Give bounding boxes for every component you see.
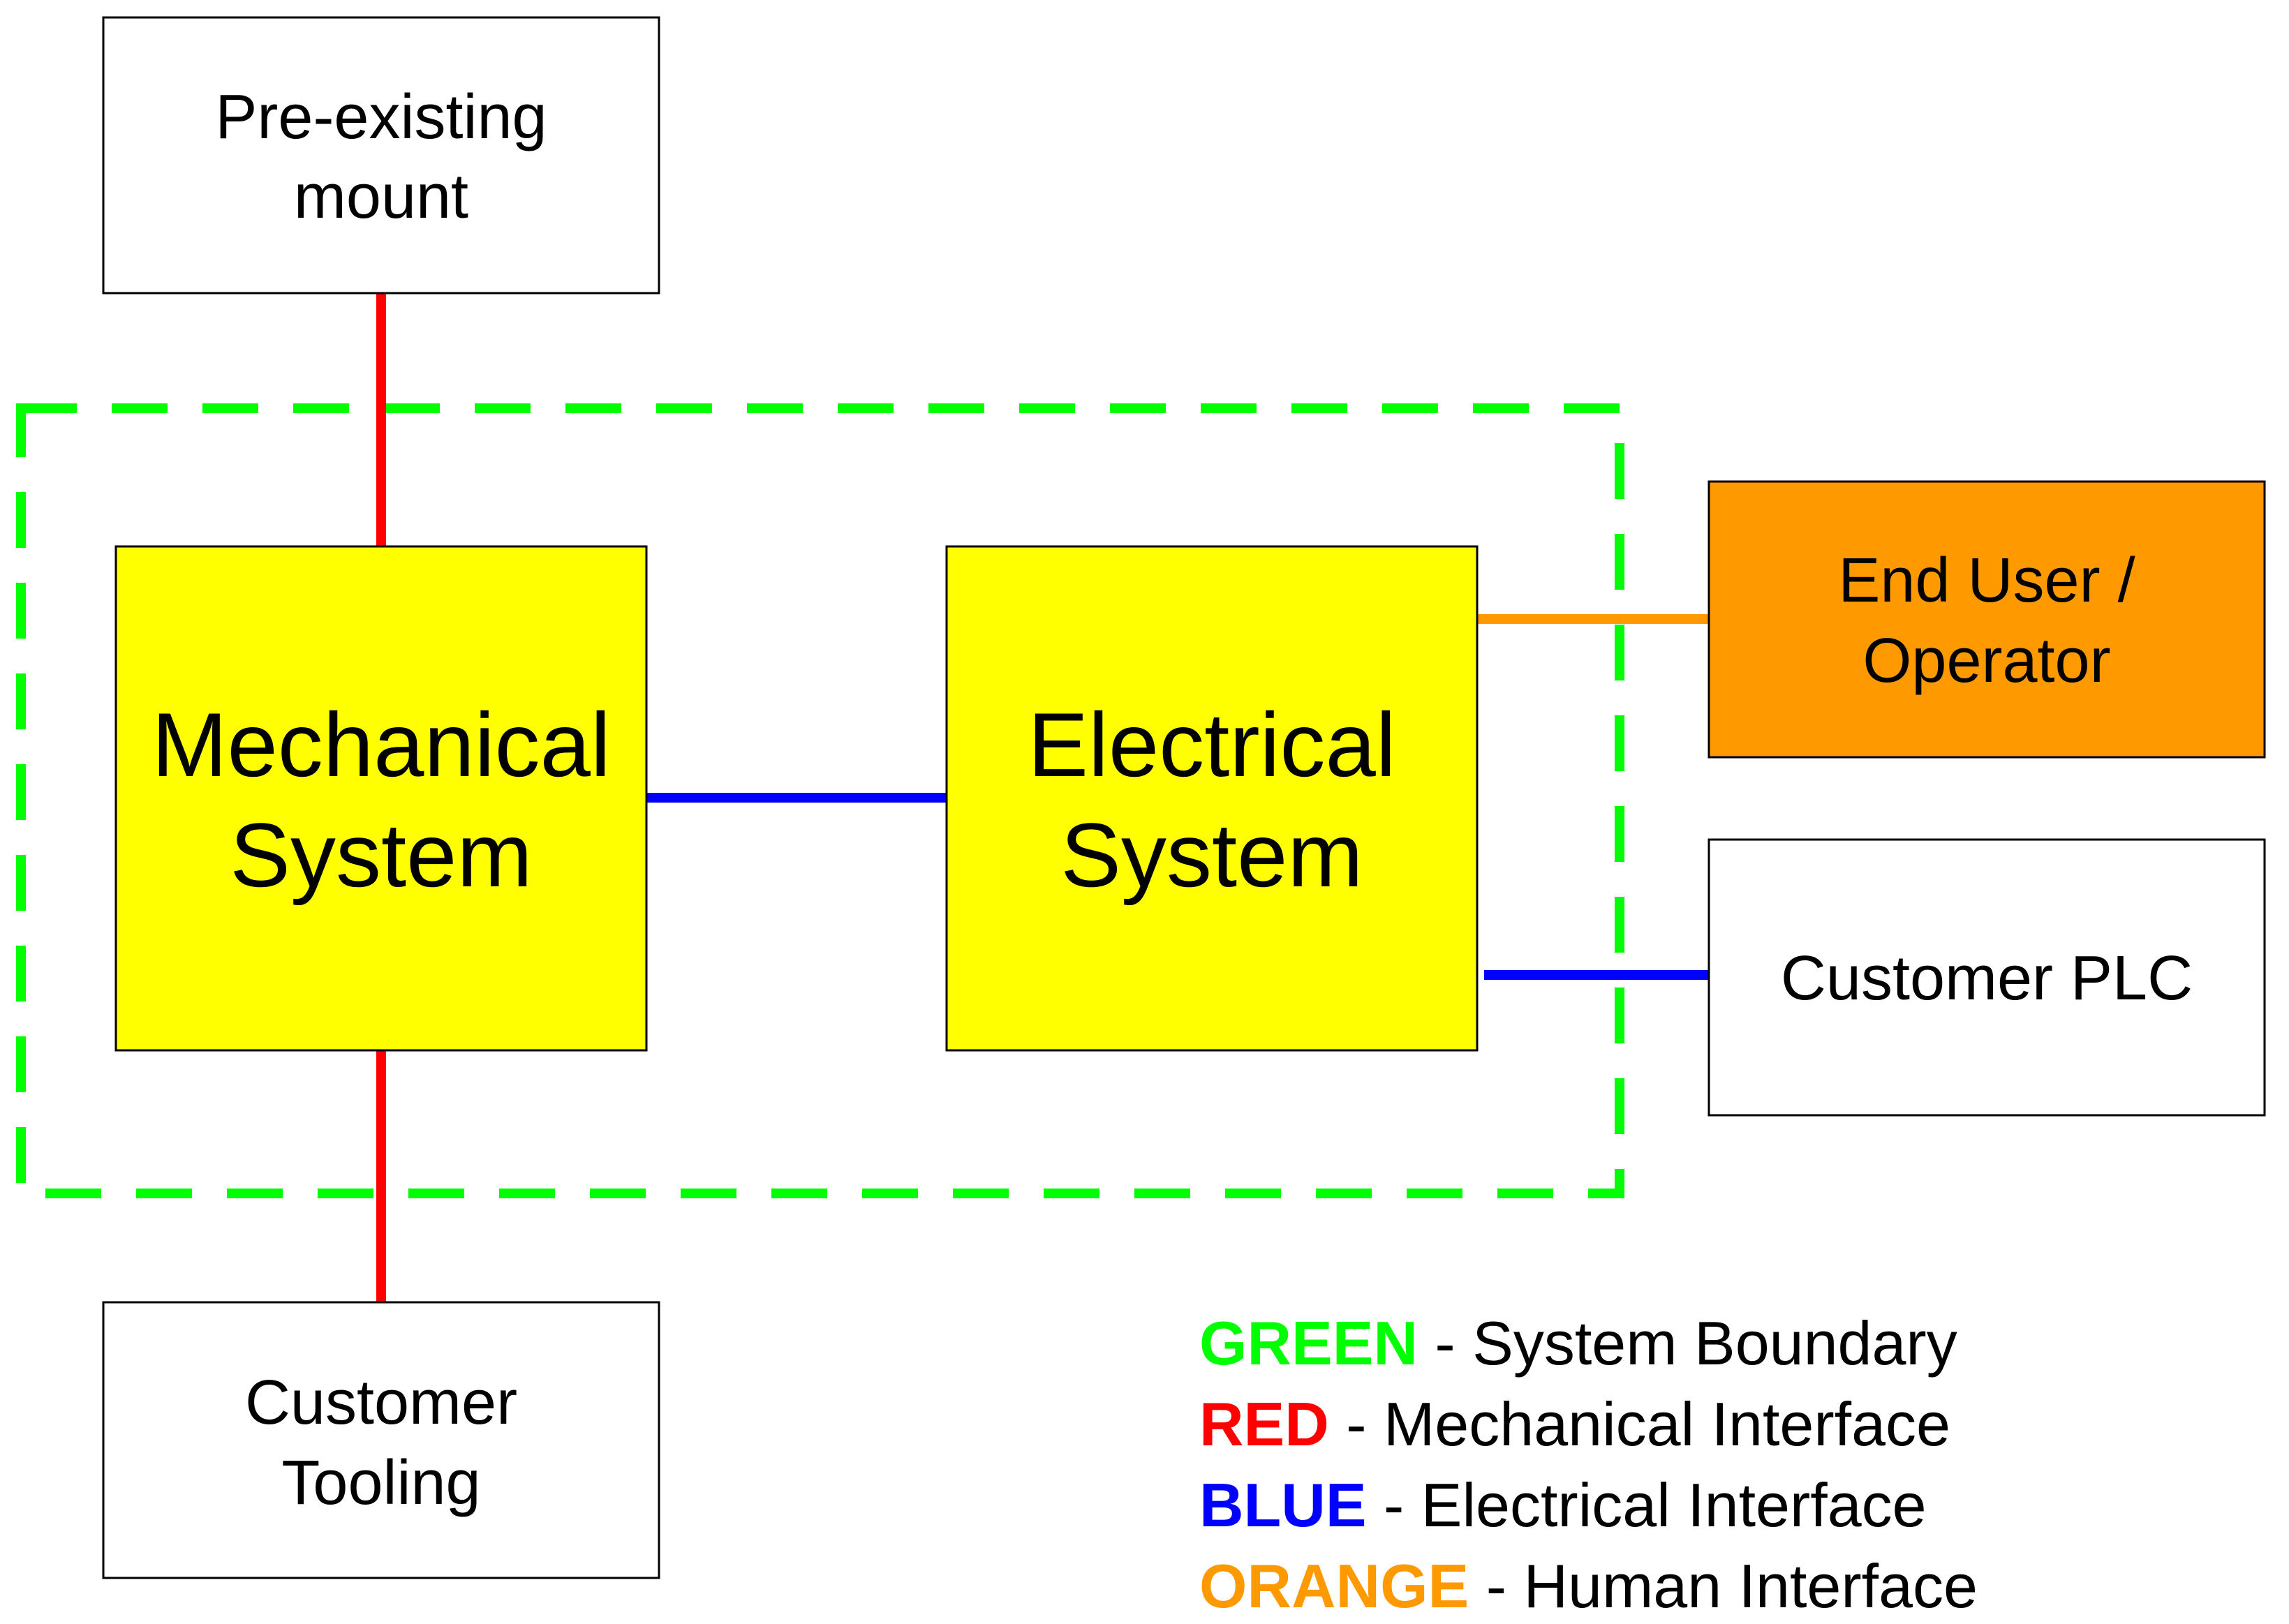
node-electrical-system-line2: System xyxy=(1060,804,1363,906)
node-mechanical-system: Mechanical System xyxy=(114,545,648,1052)
node-end-user-line2: Operator xyxy=(1862,626,2110,696)
legend-item-orange: ORANGE - Human Interface xyxy=(1199,1551,1978,1621)
node-mechanical-system-line1: Mechanical xyxy=(151,694,611,796)
legend-desc-blue: - Electrical Interface xyxy=(1367,1470,1927,1540)
legend-key-orange: ORANGE xyxy=(1199,1551,1469,1621)
legend-item-green: GREEN - System Boundary xyxy=(1199,1309,1957,1378)
legend: GREEN - System Boundary RED - Mechanical… xyxy=(1199,1309,1978,1621)
node-mechanical-system-line2: System xyxy=(230,804,532,906)
legend-desc-orange: - Human Interface xyxy=(1469,1551,1978,1621)
node-pre-existing-mount: Pre-existing mount xyxy=(102,16,660,295)
legend-key-red: RED xyxy=(1199,1390,1329,1459)
node-customer-plc: Customer PLC xyxy=(1708,838,2266,1117)
node-pre-existing-mount-line2: mount xyxy=(294,162,468,232)
node-customer-tooling-line1: Customer xyxy=(245,1368,517,1438)
legend-desc-red: - Mechanical Interface xyxy=(1329,1390,1950,1459)
node-customer-tooling: Customer Tooling xyxy=(102,1301,660,1579)
node-end-user-line1: End User / xyxy=(1838,546,2135,616)
system-boundary xyxy=(16,403,1624,1198)
node-pre-existing-mount-line1: Pre-existing xyxy=(215,82,547,152)
node-customer-tooling-line2: Tooling xyxy=(281,1448,480,1518)
legend-item-blue: BLUE - Electrical Interface xyxy=(1199,1470,1927,1540)
legend-item-red: RED - Mechanical Interface xyxy=(1199,1390,1950,1459)
node-customer-plc-label: Customer PLC xyxy=(1781,944,2193,1013)
node-electrical-system: Electrical System xyxy=(945,545,1479,1052)
legend-key-green: GREEN xyxy=(1199,1309,1418,1378)
legend-key-blue: BLUE xyxy=(1199,1470,1367,1540)
node-end-user-operator: End User / Operator xyxy=(1708,480,2266,759)
legend-desc-green: - System Boundary xyxy=(1418,1309,1957,1378)
node-electrical-system-line1: Electrical xyxy=(1028,694,1395,796)
